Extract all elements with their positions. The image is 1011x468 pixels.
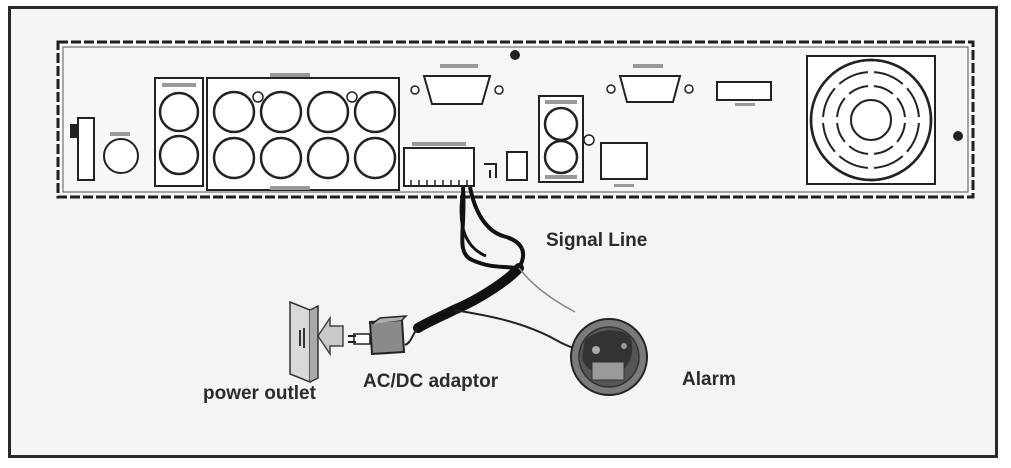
network-port [600,142,648,187]
power-outlet-label: power outlet [203,383,316,404]
video-out-connectors [154,77,204,187]
alarm-device [570,318,648,396]
signal-line-label: Signal Line [546,230,648,251]
video-in-connectors [206,73,400,191]
cooling-fan [806,55,936,185]
alarm-terminal-block [403,142,528,187]
power-outlet [289,300,319,384]
alarm-label: Alarm [682,369,736,390]
rs232-port [606,64,694,103]
screw-hole [953,131,963,141]
ground-icon [484,163,497,178]
vga-port [410,64,504,105]
ac-dc-adaptor-label: AC/DC adaptor [363,371,499,392]
reset-button [103,132,139,174]
signal-line-cable [404,186,591,353]
power-switch [70,117,95,181]
usb-port [716,81,772,106]
ac-dc-adaptor [348,315,408,356]
screw-hole [510,50,520,60]
audio-connectors [538,95,595,183]
arrow-icon [317,315,344,357]
